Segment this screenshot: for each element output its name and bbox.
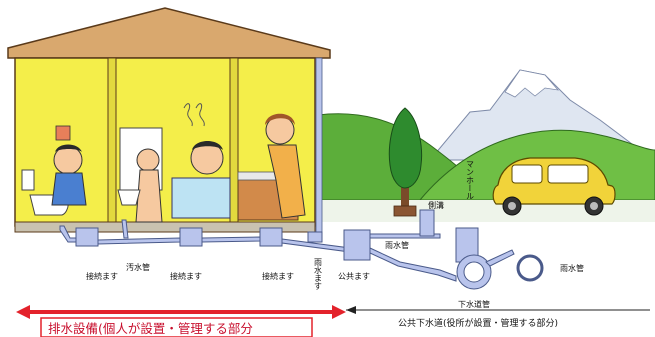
public-section-caption: 公共下水道(役所が設置・管理する部分) (398, 317, 558, 329)
connection-basin (259, 227, 283, 247)
label-rainwater-pipe-1: 雨水管 (385, 240, 409, 250)
label-manhole: マンホール (466, 160, 475, 200)
sewage-pipe (201, 236, 261, 243)
section-indicators: 排水設備(個人が設置・管理する部分 公共下水道(役所が設置・管理する部分) (16, 305, 650, 337)
label-connection-basin-3: 接続ます (262, 271, 294, 281)
car (492, 157, 616, 216)
kitchen (237, 113, 306, 221)
label-sewage-pipe: 汚水管 (126, 262, 150, 272)
pipe-network (59, 209, 544, 290)
arrow-head-left (16, 305, 30, 319)
side-ditch (419, 209, 435, 237)
tree (388, 107, 423, 217)
rainwater-pipe-link (485, 249, 515, 267)
rainwater-basin (307, 231, 323, 243)
private-section-caption: 排水設備(個人が設置・管理する部分 (48, 321, 253, 336)
washroom (117, 127, 163, 223)
toilet-room (21, 125, 87, 216)
public-arrow-head (346, 306, 356, 314)
label-side-ditch: 側溝 (428, 200, 444, 210)
room-divider (107, 57, 117, 227)
private-caption-box (40, 317, 313, 337)
roof (7, 7, 331, 59)
label-connection-basin-2: 接続ます (170, 271, 202, 281)
room-divider (229, 57, 239, 227)
label-connection-basin-1: 接続ます (86, 271, 118, 281)
public-pipe (369, 247, 457, 282)
arrow-head-right (332, 305, 346, 319)
bath-room (171, 103, 231, 219)
drain-pipe-vertical (315, 57, 323, 237)
label-sewer-pipe: 下水道管 (458, 299, 490, 309)
house-floor (14, 221, 316, 233)
bathtub (171, 177, 231, 219)
person-head-icon (136, 148, 160, 172)
diagram-labels: 接続ます 汚水管 接続ます 接続ます 雨水ます 公共ます 雨水管 側溝 マンホー… (86, 160, 584, 309)
connection-basin (75, 227, 99, 247)
sewage-pipe (97, 237, 181, 245)
rainwater-main (516, 254, 544, 282)
sewage-pipe (59, 225, 77, 243)
label-public-basin: 公共ます (338, 272, 370, 281)
label-rainwater-basin: 雨水ます (314, 258, 323, 290)
connection-basin (179, 227, 203, 247)
label-rainwater-pipe-2: 雨水管 (560, 263, 584, 273)
mountain-snow (504, 69, 560, 98)
public-basin (343, 229, 371, 261)
sewage-pipe (121, 219, 129, 239)
